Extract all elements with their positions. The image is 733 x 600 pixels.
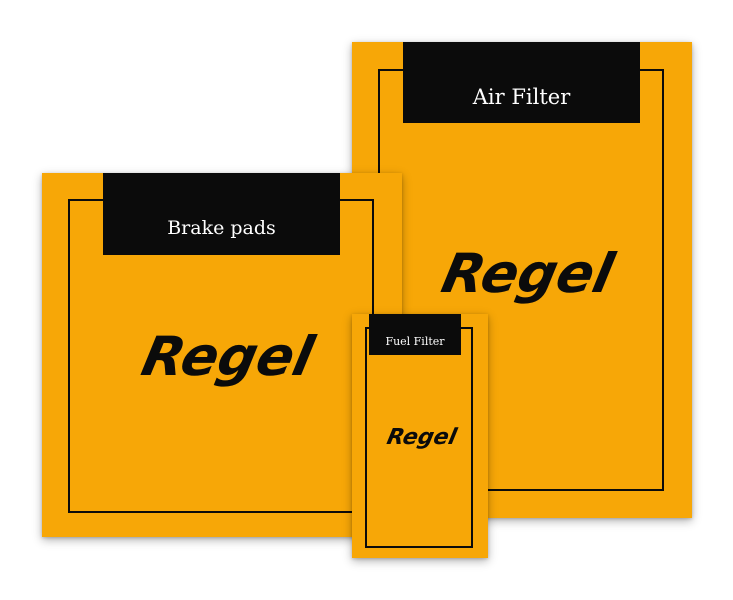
- fuel-filter-label: Fuel Filter: [369, 314, 461, 355]
- brake-pads-label: Brake pads: [103, 173, 340, 255]
- svg-text:Regel: Regel: [437, 242, 621, 305]
- brake-pads-package: Brake pads Regel: [42, 173, 402, 537]
- fuel-filter-package: Fuel Filter Regel: [352, 314, 488, 558]
- fuel-filter-brand-logo: Regel: [385, 424, 460, 450]
- brake-pads-brand-logo: Regel: [137, 325, 321, 388]
- air-filter-brand-logo: Regel: [437, 242, 621, 305]
- svg-text:Regel: Regel: [137, 325, 321, 388]
- air-filter-label: Air Filter: [403, 42, 640, 123]
- svg-text:Regel: Regel: [385, 424, 460, 450]
